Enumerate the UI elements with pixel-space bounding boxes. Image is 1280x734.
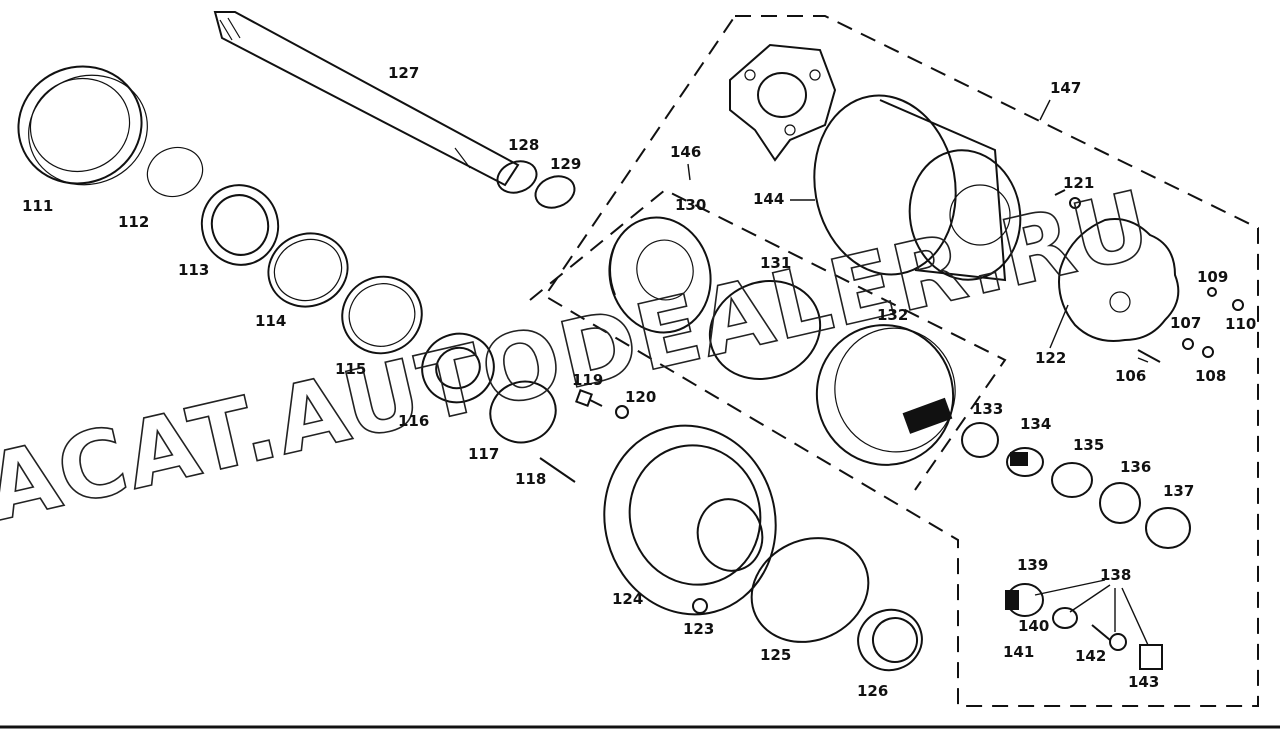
label-138: 138: [1100, 566, 1131, 584]
part-128-snap-ring: [496, 160, 538, 194]
part-139-gear: [1005, 583, 1044, 617]
part-111-seal: [17, 65, 148, 186]
assembly-147-boundary: [543, 15, 1259, 707]
part-106-bolt: [1137, 349, 1161, 363]
part-124-hub: [603, 424, 777, 616]
leader-138b: [1069, 584, 1111, 613]
label-117: 117: [468, 445, 499, 463]
part-108-plug: [1202, 346, 1214, 358]
part-113-bearing: [200, 184, 280, 266]
label-111: 111: [22, 197, 53, 215]
part-131-ring: [708, 279, 822, 381]
part-117-ring: [489, 380, 557, 444]
label-142: 142: [1075, 647, 1106, 665]
part-137-ring: [1145, 507, 1191, 549]
label-116: 116: [398, 412, 429, 430]
part-122-cover: [1058, 218, 1180, 342]
leader-138a: [1034, 579, 1106, 596]
part-135-ring: [1051, 462, 1093, 498]
part-141-pin: [1091, 624, 1111, 641]
part-127-shaft: [213, 11, 520, 187]
assembly-146-boundary: [529, 188, 1007, 491]
label-121: 121: [1063, 174, 1094, 192]
part-120-nut: [615, 405, 629, 419]
part-129-snap-ring: [534, 175, 576, 209]
label-139: 139: [1017, 556, 1048, 574]
label-140: 140: [1018, 617, 1049, 635]
label-108: 108: [1195, 367, 1226, 385]
part-109-washer: [1207, 287, 1217, 297]
label-118: 118: [515, 470, 546, 488]
label-110: 110: [1225, 315, 1256, 333]
part-119-bolt: [575, 389, 603, 407]
label-119: 119: [572, 371, 603, 389]
part-147-motor-housing: [813, 94, 1022, 282]
part-143-block: [1139, 644, 1163, 670]
part-125-o-ring: [750, 537, 870, 643]
part-140-washer: [1052, 607, 1078, 629]
part-136-ring: [1099, 482, 1141, 524]
part-130-carrier: [608, 216, 712, 334]
label-124: 124: [612, 590, 643, 608]
part-116-inner: [435, 346, 481, 390]
part-115-inner: [348, 283, 416, 347]
leader-106: [1137, 357, 1149, 363]
part-134-gear: [1006, 447, 1044, 477]
label-132: 132: [877, 306, 908, 324]
part-121-fitting: [1054, 189, 1081, 209]
leader-146: [687, 163, 691, 181]
label-141: 141: [1003, 643, 1034, 661]
label-127: 127: [388, 64, 419, 82]
label-126: 126: [857, 682, 888, 700]
part-115-ring: [341, 275, 423, 355]
label-143: 143: [1128, 673, 1159, 691]
label-122: 122: [1035, 349, 1066, 367]
leader-147: [1039, 99, 1051, 121]
label-147: 147: [1050, 79, 1081, 97]
part-110-plug: [1232, 299, 1244, 311]
leader-122: [1049, 304, 1069, 349]
part-114-inner: [273, 238, 343, 302]
label-146: 146: [670, 143, 701, 161]
label-137: 137: [1163, 482, 1194, 500]
label-115: 115: [335, 360, 366, 378]
label-109: 109: [1197, 268, 1228, 286]
part-133-washer: [961, 422, 999, 458]
part-107-washer: [1182, 338, 1194, 350]
label-135: 135: [1073, 436, 1104, 454]
label-130: 130: [675, 196, 706, 214]
watermark-text: ACAT.AUTODEALER.RU: [0, 170, 1161, 542]
label-106: 106: [1115, 367, 1146, 385]
label-129: 129: [550, 155, 581, 173]
label-131: 131: [760, 254, 791, 272]
part-118-pin: [539, 457, 576, 483]
label-120: 120: [625, 388, 656, 406]
part-114-ring: [267, 232, 349, 308]
part-126-bearing: [857, 608, 923, 672]
label-107: 107: [1170, 314, 1201, 332]
label-134: 134: [1020, 415, 1051, 433]
label-136: 136: [1120, 458, 1151, 476]
part-123-plug: [692, 598, 708, 614]
label-128: 128: [508, 136, 539, 154]
label-123: 123: [683, 620, 714, 638]
label-112: 112: [118, 213, 149, 231]
part-142-ring: [1109, 633, 1127, 651]
part-112-ring: [146, 146, 204, 198]
label-133: 133: [972, 400, 1003, 418]
label-113: 113: [178, 261, 209, 279]
leader-138d: [1121, 587, 1149, 646]
label-144: 144: [753, 190, 784, 208]
part-116-ring: [421, 332, 495, 404]
part-132-ring-gear: [815, 324, 956, 466]
label-114: 114: [255, 312, 286, 330]
part-144-coupling: [729, 43, 837, 162]
label-125: 125: [760, 646, 791, 664]
